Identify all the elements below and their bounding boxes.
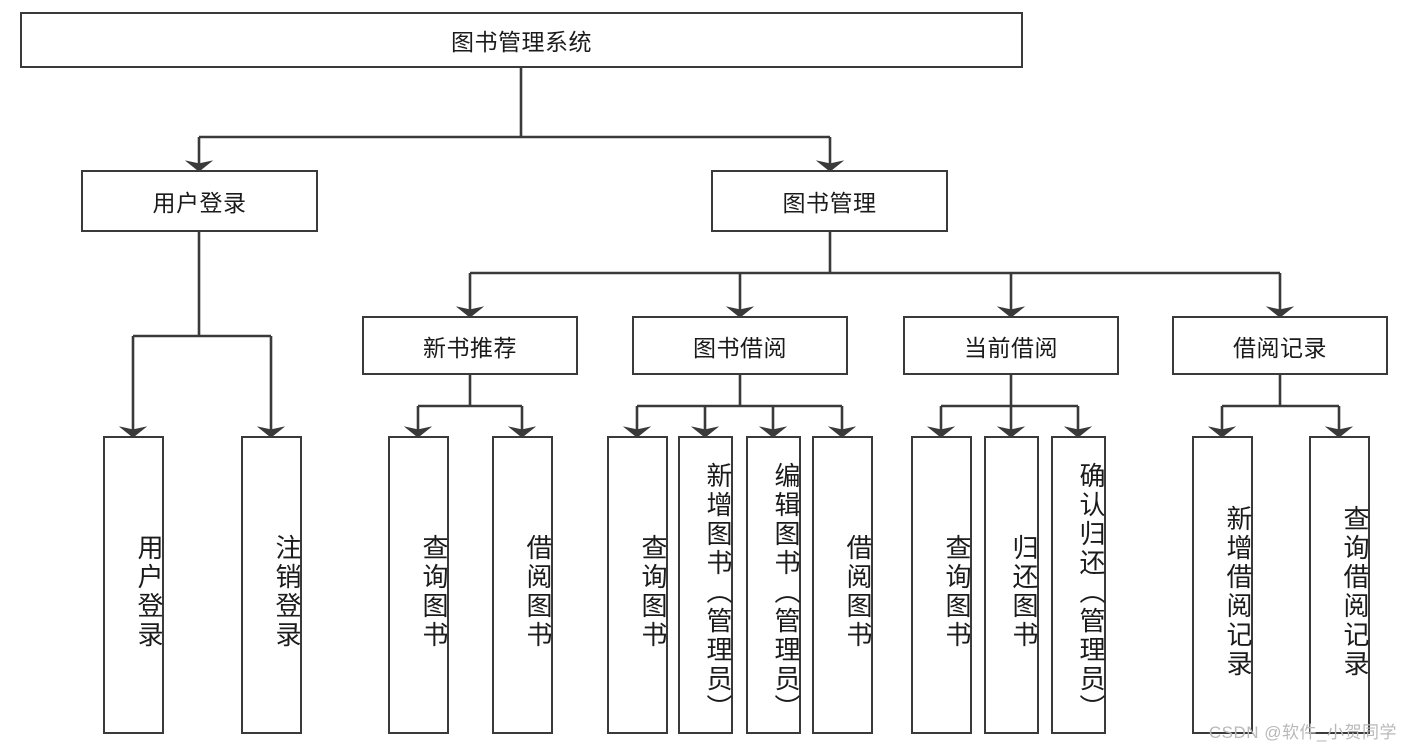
leaf-borrow-book-borrow[interactable]: 借阅图书 xyxy=(812,436,873,734)
node-label: 图书借阅 xyxy=(693,334,787,361)
leaf-confirm-return[interactable]: 确认归还（管理员） xyxy=(1051,436,1106,734)
leaf-query-borrow-record[interactable]: 查询借阅记录 xyxy=(1309,436,1370,734)
node-label: 查询借阅记录 xyxy=(1340,505,1370,679)
leaf-add-book[interactable]: 新增图书（管理员） xyxy=(678,436,733,734)
node-label: 确认归还（管理员） xyxy=(1076,461,1106,723)
leaf-return-book[interactable]: 归还图书 xyxy=(984,436,1039,734)
node-new-book-recommend[interactable]: 新书推荐 xyxy=(362,316,578,375)
leaf-borrow-book-recommend[interactable]: 借阅图书 xyxy=(492,436,553,734)
node-label: 用户登录 xyxy=(134,534,164,650)
node-label: 图书管理 xyxy=(782,190,877,216)
leaf-add-borrow-record[interactable]: 新增借阅记录 xyxy=(1192,436,1253,734)
node-root-system[interactable]: 图书管理系统 xyxy=(20,12,1023,68)
node-user-login[interactable]: 用户登录 xyxy=(81,170,318,232)
node-label: 编辑图书（管理员） xyxy=(771,461,801,723)
node-label: 新增借阅记录 xyxy=(1223,505,1253,679)
node-label: 查询图书 xyxy=(419,534,449,650)
node-label: 查询图书 xyxy=(638,534,668,650)
node-book-borrow[interactable]: 图书借阅 xyxy=(632,316,848,375)
leaf-query-book-current[interactable]: 查询图书 xyxy=(911,436,972,734)
node-label: 借阅图书 xyxy=(843,534,873,650)
leaf-query-book-recommend[interactable]: 查询图书 xyxy=(388,436,449,734)
leaf-edit-book[interactable]: 编辑图书（管理员） xyxy=(746,436,801,734)
node-label: 归还图书 xyxy=(1009,534,1039,650)
node-current-borrow[interactable]: 当前借阅 xyxy=(903,316,1119,375)
leaf-logout-login[interactable]: 注销登录 xyxy=(241,436,302,734)
node-label: 借阅记录 xyxy=(1233,334,1327,361)
node-label: 新增图书（管理员） xyxy=(703,461,733,723)
node-label: 当前借阅 xyxy=(964,334,1058,361)
node-label: 注销登录 xyxy=(272,534,302,650)
node-borrow-record[interactable]: 借阅记录 xyxy=(1172,316,1388,375)
node-label: 查询图书 xyxy=(942,534,972,650)
node-label: 用户登录 xyxy=(152,190,247,216)
node-label: 图书管理系统 xyxy=(451,29,592,55)
node-book-manage[interactable]: 图书管理 xyxy=(711,170,948,232)
leaf-query-book-borrow[interactable]: 查询图书 xyxy=(607,436,668,734)
leaf-user-login[interactable]: 用户登录 xyxy=(103,436,164,734)
node-label: 新书推荐 xyxy=(423,334,517,361)
node-label: 借阅图书 xyxy=(523,534,553,650)
csdn-watermark: CSDN @软件_小贺同学 xyxy=(1208,723,1397,742)
